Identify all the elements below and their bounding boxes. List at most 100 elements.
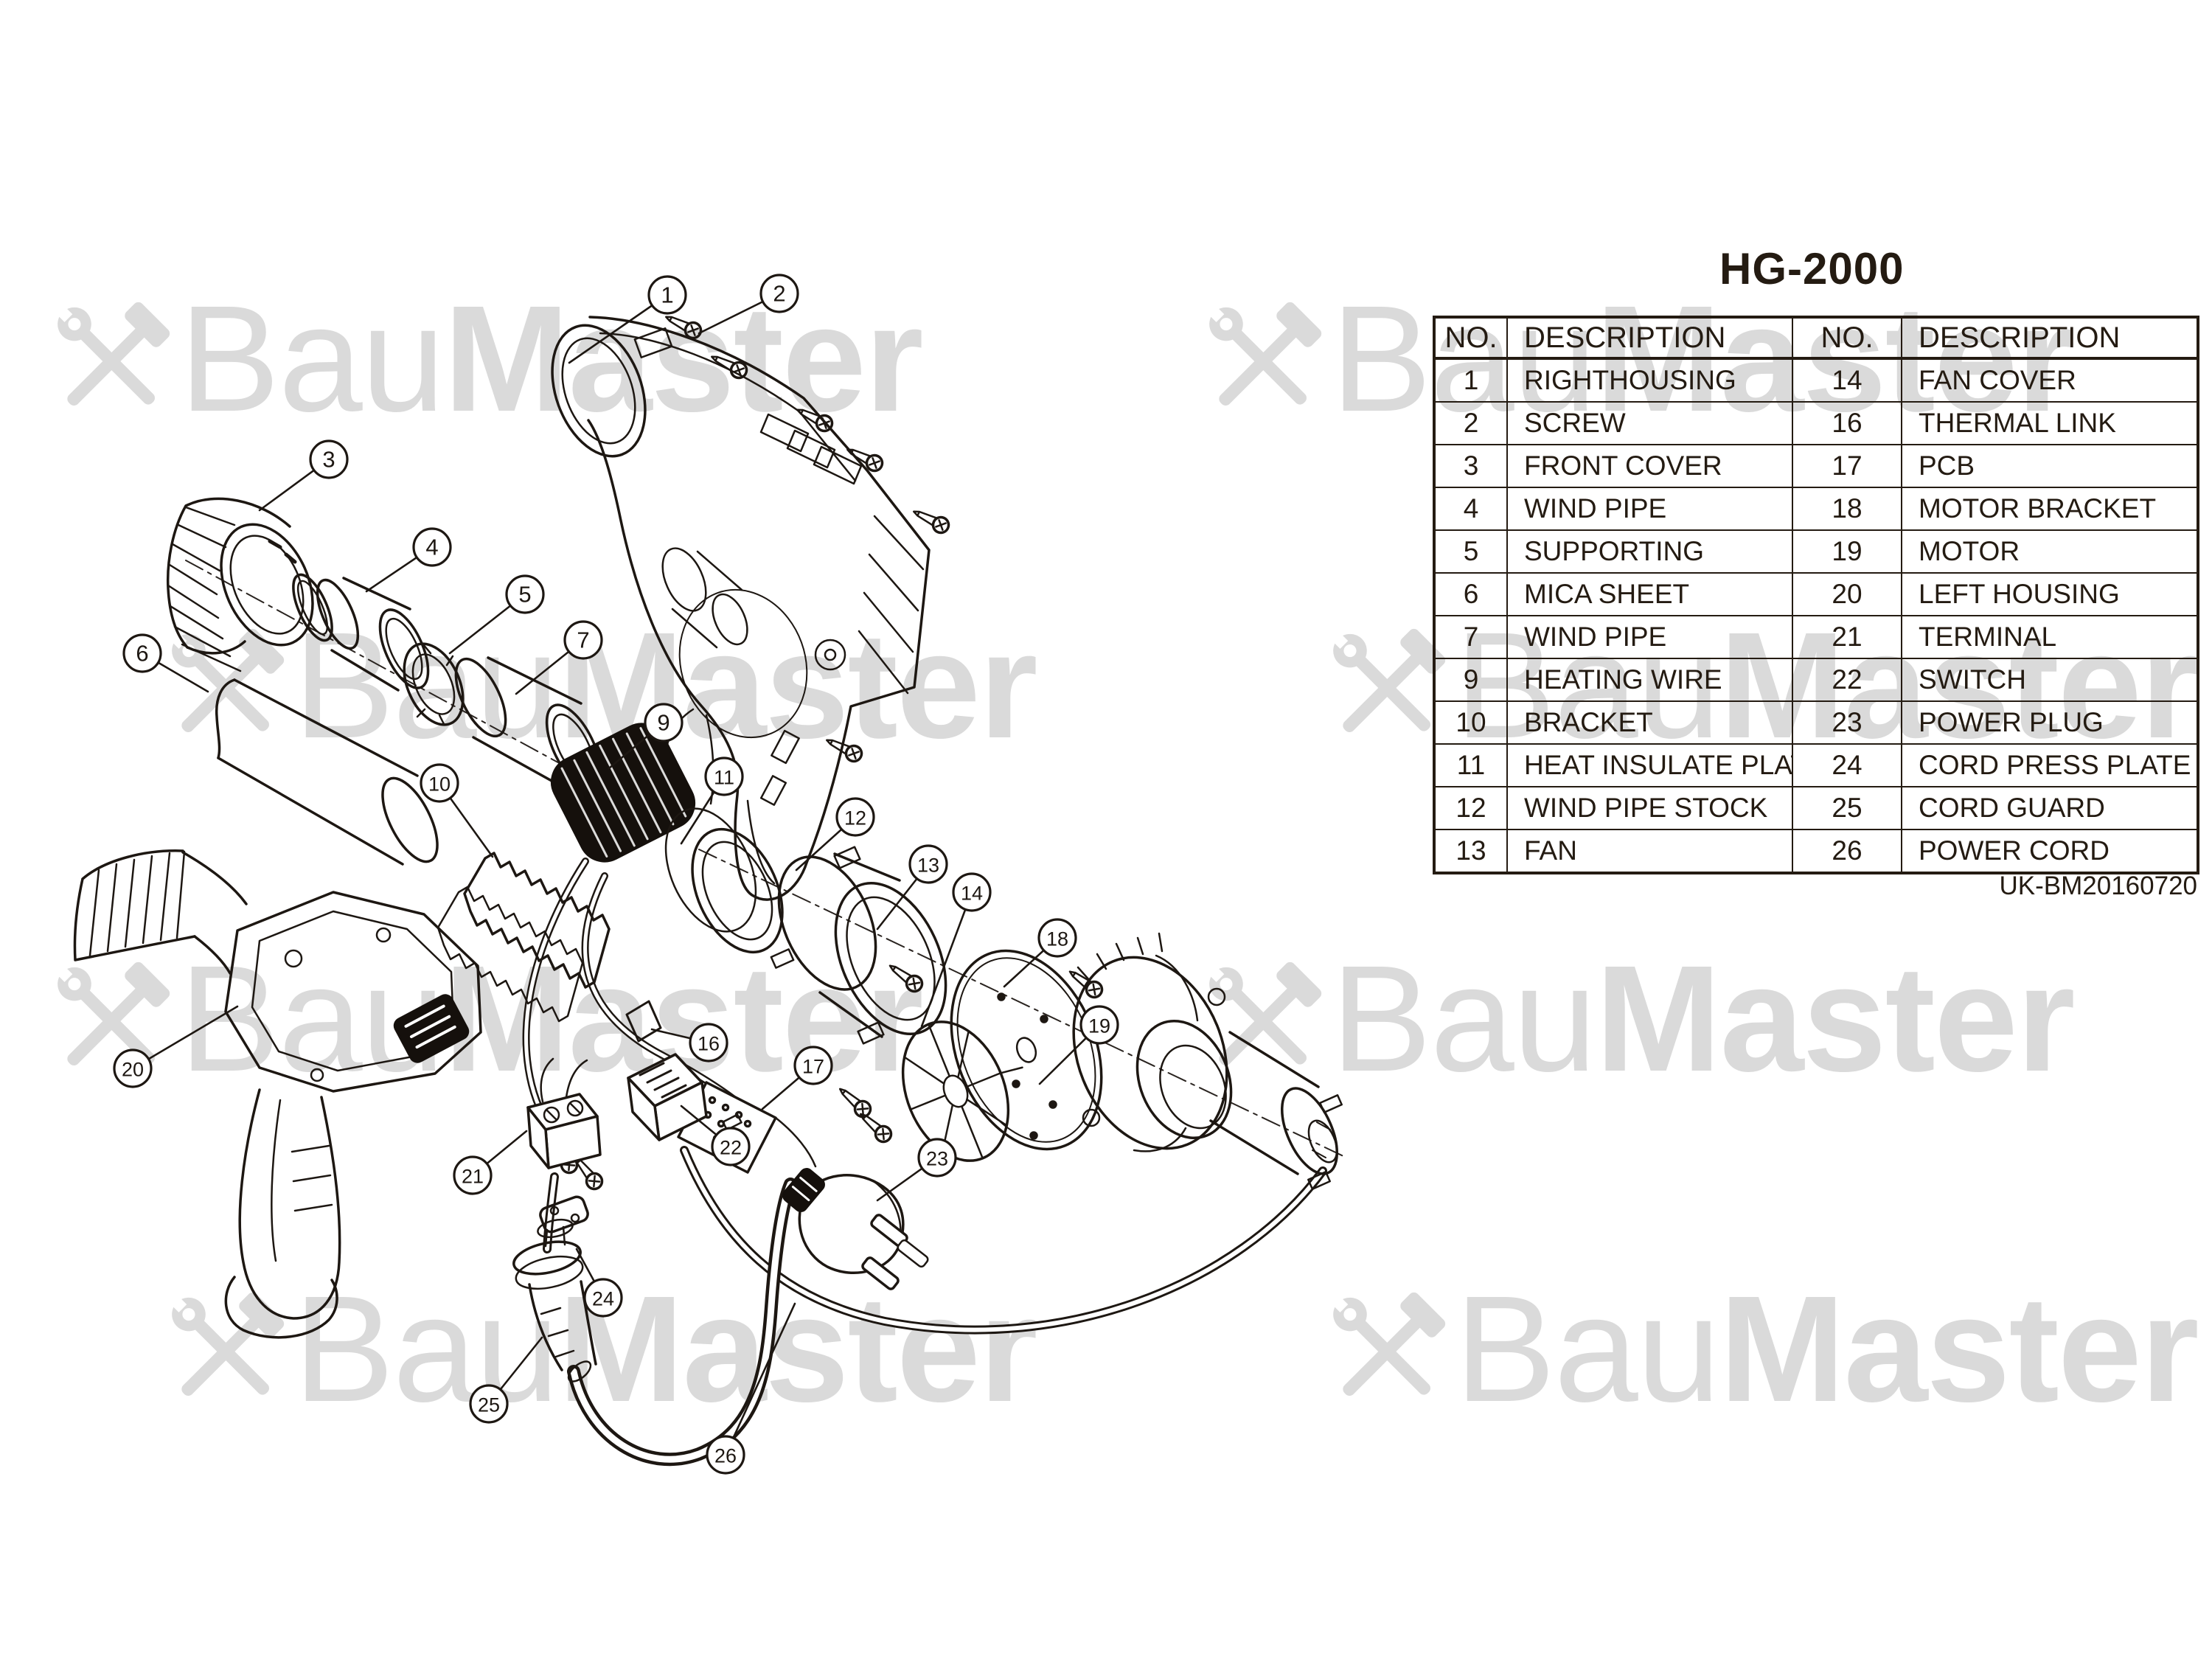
o-ring [292,573,333,642]
callout-number: 9 [657,710,669,736]
part-number: 16 [1792,401,1902,445]
callout-number: 1 [661,282,673,308]
cord-press-plate [539,1195,589,1234]
callout-number: 11 [714,767,734,789]
part-number: 12 [1433,786,1508,830]
power-cord [567,1178,797,1467]
callout-circle [835,797,875,837]
callout-circle [952,872,992,912]
part-description: SWITCH [1901,658,2199,702]
callout-25: 25 [469,1336,543,1424]
callout-5: 5 [448,574,545,655]
switch-button [393,994,470,1063]
part-number: 21 [1792,615,1902,659]
callout-18: 18 [1003,918,1077,988]
part-number: 24 [1792,743,1902,787]
table-header-cell: NO. [1792,316,1902,360]
part-description: WIND PIPE [1506,487,1793,531]
part-description: POWER CORD [1901,829,2199,874]
part-number: 18 [1792,487,1902,531]
part-number: 22 [1792,658,1902,702]
callout-circle [759,274,799,313]
part-description: HEATING WIRE [1506,658,1793,702]
callout-circle [917,1138,957,1178]
part-number: 23 [1792,700,1902,745]
callout-circle [644,703,684,742]
power-plug [782,1168,929,1290]
axis-centerlines [185,560,1344,1157]
left-housing [73,849,482,1339]
callout-number: 20 [122,1059,144,1081]
callout-number: 23 [926,1148,948,1170]
callout-26: 26 [706,1302,796,1475]
callout-circle [583,1278,623,1318]
callout-number: 13 [917,855,939,877]
callout-7: 7 [515,620,603,695]
part-description: MOTOR [1901,529,2199,574]
callout-number: 10 [428,773,451,796]
fan [901,1020,1023,1162]
table-header-cell: DESCRIPTION [1901,316,2199,360]
callout-circle [711,1127,751,1166]
callout-9: 9 [608,703,684,770]
motor-bracket [1072,932,1233,1152]
callout-number: 19 [1088,1015,1110,1037]
callout-2: 2 [698,274,799,335]
part-description: CORD PRESS PLATE [1901,743,2199,787]
page-title: HG-2000 [1719,244,1905,293]
part-description: SUPPORTING [1506,529,1793,574]
callout-number: 7 [577,627,589,653]
callout-leader [568,293,669,364]
part-description: WIND PIPE [1506,615,1793,659]
callout-number: 14 [961,883,983,905]
callout-circle [309,439,349,479]
heat-insulate-plate [664,807,784,954]
part-number: 1 [1433,358,1508,403]
watermark-text: BauMaster [293,601,1037,770]
callout-number: 5 [518,582,531,608]
fan-cover [950,949,1103,1151]
revision-code: UK-BM20160720 [1999,872,2198,900]
callout-leader [131,1005,239,1070]
callout-10: 10 [420,763,494,858]
part-number: 10 [1433,700,1508,745]
part-number: 6 [1433,572,1508,616]
part-description: TERMINAL [1901,615,2199,659]
callout-4: 4 [365,527,452,593]
callout-19: 19 [1038,1005,1119,1085]
table-header-cell: NO. [1433,316,1508,360]
heating-wire [550,723,696,863]
part-number: 25 [1792,786,1902,830]
part-description: POWER PLUG [1901,700,2199,745]
part-number: 26 [1792,829,1902,874]
part-description: RIGHTHOUSING [1506,358,1793,403]
callout-number: 17 [802,1056,824,1078]
front-cover [166,497,314,672]
callout-circle [793,1046,833,1085]
part-description: FAN COVER [1901,358,2199,403]
part-description: HEAT INSULATE PLATE [1506,743,1793,787]
part-description: CORD GUARD [1901,786,2199,830]
callout-circle [505,574,545,614]
callout-1: 1 [568,275,687,364]
callout-circle [122,633,162,673]
part-number: 11 [1433,743,1508,787]
callout-number: 16 [698,1033,720,1055]
part-number: 5 [1433,529,1508,574]
switch [627,1053,708,1141]
part-description: FAN [1506,829,1793,874]
callout-circle [706,1435,745,1475]
part-number: 20 [1792,572,1902,616]
part-description: LEFT HOUSING [1901,572,2199,616]
motor [1209,1031,1343,1190]
